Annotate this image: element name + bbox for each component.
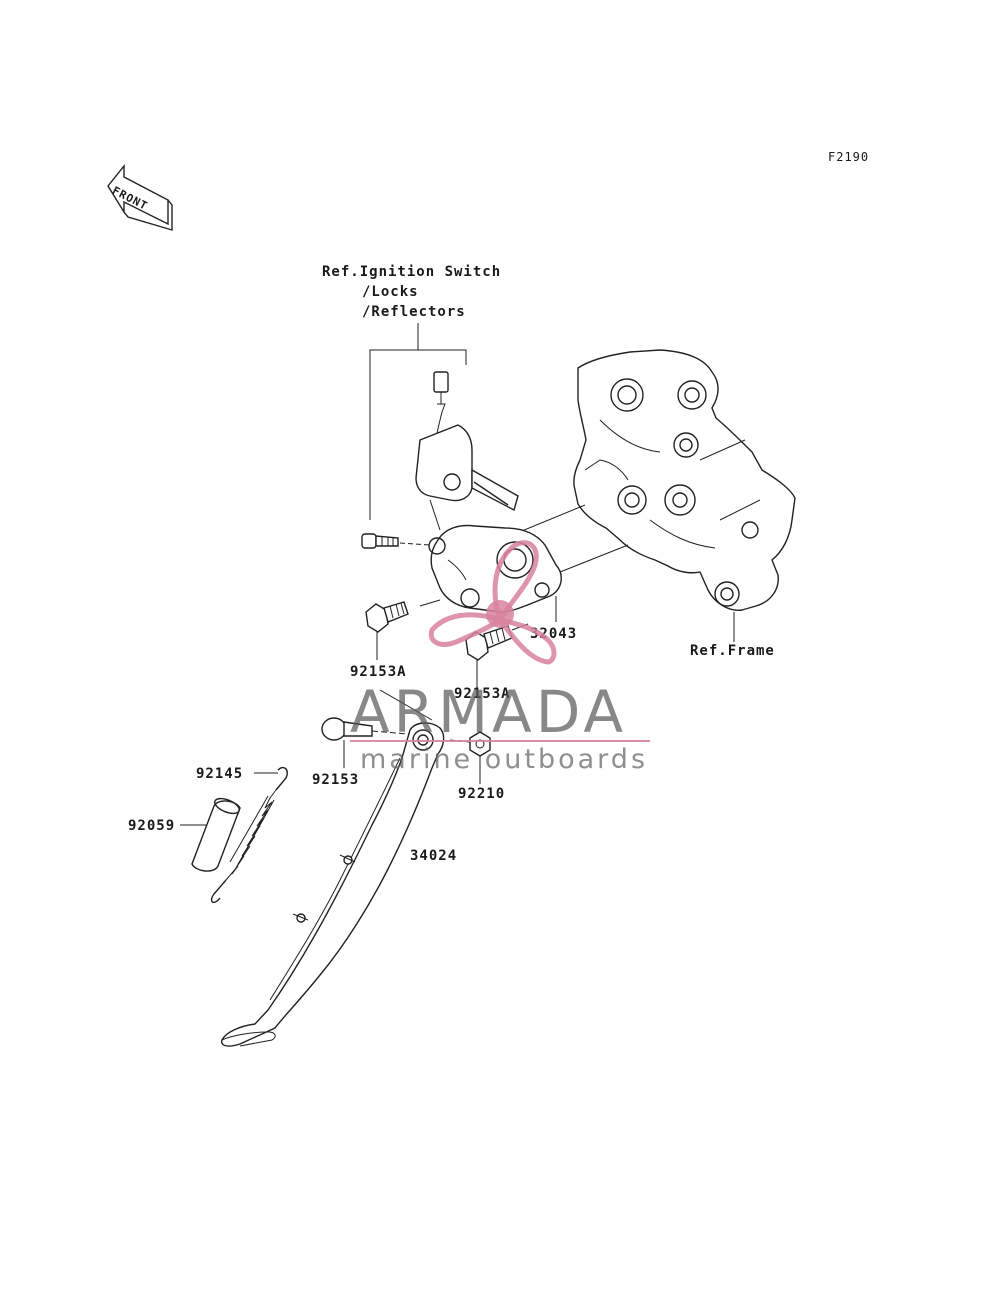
ref-ignition-line2: /Locks	[362, 284, 419, 300]
part-label-32043: 32043	[530, 626, 578, 642]
bolt-92153a-left	[365, 601, 409, 660]
bracket-32043	[419, 524, 562, 622]
part-label-92153a-right: 92153A	[454, 686, 511, 702]
watermark-tagline: marine outboards	[360, 744, 649, 775]
part-label-34024: 34024	[410, 848, 458, 864]
ignition-switch-callout	[369, 323, 467, 520]
switch-bolt	[361, 533, 431, 549]
ref-ignition-line1: Ref.Ignition Switch	[322, 264, 502, 280]
front-arrow-icon	[107, 164, 173, 231]
ref-frame-label: Ref.Frame	[690, 643, 775, 659]
watermark-brand: ARMADA	[350, 678, 628, 746]
collar-92059	[180, 797, 241, 872]
sidestand-switch	[415, 371, 519, 531]
part-label-92145: 92145	[196, 766, 244, 782]
figure-code: F2190	[828, 150, 870, 164]
part-label-92059: 92059	[128, 818, 176, 834]
spring-92145	[210, 766, 288, 904]
part-label-92210: 92210	[458, 786, 506, 802]
part-label-92153: 92153	[312, 772, 360, 788]
part-label-92153a-left: 92153A	[350, 664, 407, 680]
frame-outline	[499, 349, 796, 642]
ref-ignition-line3: /Reflectors	[362, 304, 466, 320]
